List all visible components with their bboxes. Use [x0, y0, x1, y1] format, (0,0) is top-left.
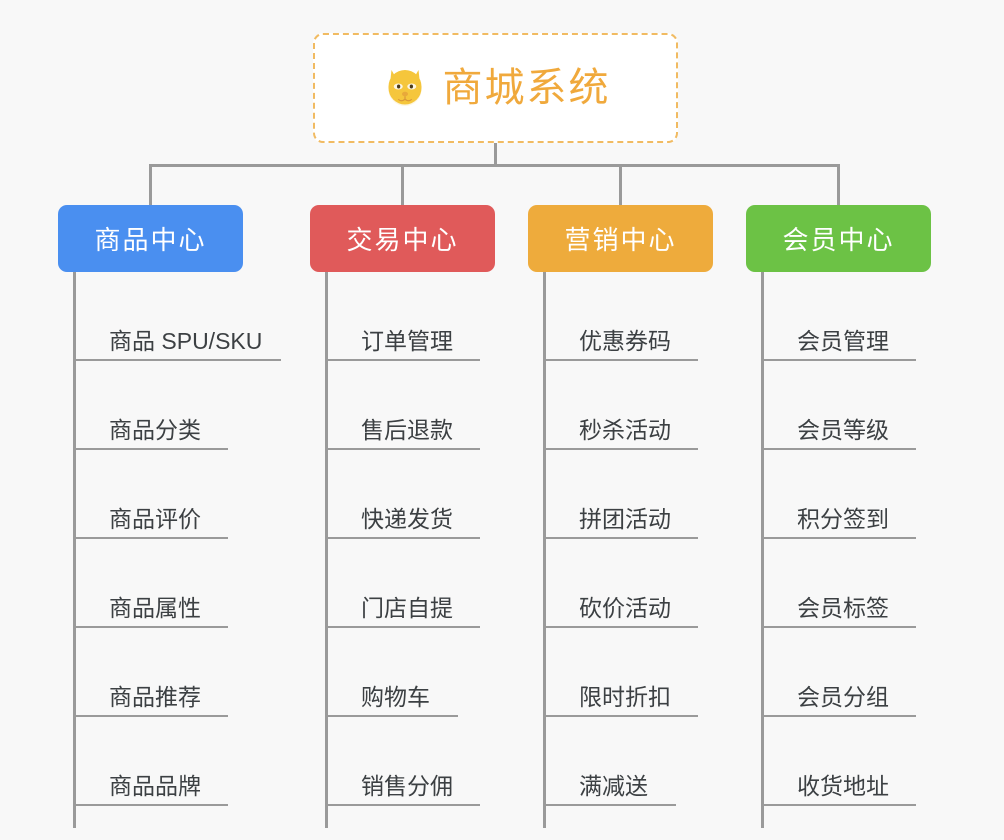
leaf-item-label: 拼团活动 [579, 506, 671, 532]
category-column-3: 营销中心优惠券码秒杀活动拼团活动砍价活动限时折扣满减送 [528, 205, 746, 828]
category-header-label: 商品中心 [94, 225, 207, 255]
connector-drop-2 [401, 164, 404, 207]
category-header-label: 会员中心 [782, 225, 895, 255]
category-header-2[interactable]: 交易中心 [310, 205, 495, 272]
leaf-item[interactable]: 商品评价 [76, 450, 310, 539]
leaf-item-label: 优惠券码 [579, 328, 671, 354]
leaf-item[interactable]: 商品属性 [76, 539, 310, 628]
leaf-list: 会员管理会员等级积分签到会员标签会员分组收货地址 [761, 272, 964, 828]
leaf-item-label: 收货地址 [797, 773, 889, 799]
leaf-item-rule [76, 804, 228, 806]
leaf-item[interactable]: 门店自提 [328, 539, 528, 628]
category-header-3[interactable]: 营销中心 [528, 205, 713, 272]
connector-drop-1 [149, 164, 152, 207]
leaf-item-rule [328, 804, 480, 806]
leaf-item-label: 会员管理 [797, 328, 889, 354]
category-header-label: 交易中心 [346, 225, 459, 255]
leaf-item[interactable]: 满减送 [546, 717, 746, 806]
category-header-1[interactable]: 商品中心 [58, 205, 243, 272]
leaf-item-rule [546, 537, 698, 539]
leaf-item-label: 订单管理 [361, 328, 453, 354]
leaf-item[interactable]: 商品推荐 [76, 628, 310, 717]
leaf-item-label: 秒杀活动 [579, 417, 671, 443]
leaf-item-rule [76, 626, 228, 628]
leaf-item-rule [764, 626, 916, 628]
leaf-item[interactable]: 订单管理 [328, 272, 528, 361]
leaf-item-rule [328, 537, 480, 539]
leaf-item[interactable]: 拼团活动 [546, 450, 746, 539]
leaf-item-rule [328, 359, 480, 361]
category-column-2: 交易中心订单管理售后退款快递发货门店自提购物车销售分佣 [310, 205, 528, 828]
leaf-item-label: 会员分组 [797, 684, 889, 710]
leaf-item[interactable]: 商品分类 [76, 361, 310, 450]
category-header-4[interactable]: 会员中心 [746, 205, 931, 272]
leaf-item-rule [76, 359, 281, 361]
leaf-item-label: 积分签到 [797, 506, 889, 532]
connector-horizontal-bus [149, 164, 840, 167]
leaf-item[interactable]: 商品品牌 [76, 717, 310, 806]
leaf-item-rule [76, 715, 228, 717]
leaf-item-label: 快递发货 [361, 506, 453, 532]
leaf-item-rule [546, 359, 698, 361]
leaf-item[interactable]: 会员管理 [764, 272, 964, 361]
leaf-item-rule [764, 448, 916, 450]
leaf-item-label: 会员标签 [797, 595, 889, 621]
category-column-4: 会员中心会员管理会员等级积分签到会员标签会员分组收货地址 [746, 205, 964, 828]
leaf-item-label: 商品品牌 [109, 773, 201, 799]
leaf-item[interactable]: 砍价活动 [546, 539, 746, 628]
leaf-item[interactable]: 会员等级 [764, 361, 964, 450]
leaf-item-rule [328, 715, 458, 717]
leaf-item[interactable]: 快递发货 [328, 450, 528, 539]
leaf-item-rule [764, 804, 916, 806]
leaf-item[interactable]: 商品 SPU/SKU [76, 272, 310, 361]
leaf-item-rule [764, 359, 916, 361]
leaf-item-rule [546, 804, 676, 806]
leaf-item-label: 商品推荐 [109, 684, 201, 710]
leaf-list: 商品 SPU/SKU 商品分类商品评价商品属性商品推荐商品品牌 [73, 272, 310, 828]
connector-root-stem [494, 143, 497, 167]
category-column-1: 商品中心商品 SPU/SKU 商品分类商品评价商品属性商品推荐商品品牌 [58, 205, 310, 828]
leaf-item-rule [546, 448, 698, 450]
leaf-item-rule [764, 715, 916, 717]
leaf-item-label: 售后退款 [361, 417, 453, 443]
leaf-item[interactable]: 购物车 [328, 628, 528, 717]
leaf-item-rule [76, 537, 228, 539]
leaf-item[interactable]: 积分签到 [764, 450, 964, 539]
leaf-item-rule [76, 448, 228, 450]
leaf-item-rule [328, 448, 480, 450]
leaf-item-label: 商品 SPU/SKU [109, 328, 263, 354]
leaf-item[interactable]: 收货地址 [764, 717, 964, 806]
leaf-item-rule [546, 626, 698, 628]
leaf-item[interactable]: 售后退款 [328, 361, 528, 450]
leaf-item-rule [328, 626, 480, 628]
root-node-mall-system[interactable]: 商城系统 [313, 33, 678, 143]
category-header-label: 营销中心 [564, 225, 677, 255]
leaf-item-label: 会员等级 [797, 417, 889, 443]
leaf-item-label: 满减送 [579, 773, 648, 799]
connector-drop-3 [619, 164, 622, 207]
leaf-item-rule [546, 715, 698, 717]
leaf-item[interactable]: 会员标签 [764, 539, 964, 628]
leaf-item[interactable]: 会员分组 [764, 628, 964, 717]
leaf-list: 优惠券码秒杀活动拼团活动砍价活动限时折扣满减送 [543, 272, 746, 828]
root-node-title: 商城系统 [442, 66, 611, 110]
leaf-item[interactable]: 秒杀活动 [546, 361, 746, 450]
leaf-item-label: 商品属性 [109, 595, 201, 621]
leaf-item[interactable]: 优惠券码 [546, 272, 746, 361]
dog-face-icon [388, 70, 421, 106]
leaf-item[interactable]: 销售分佣 [328, 717, 528, 806]
leaf-item-label: 限时折扣 [579, 684, 671, 710]
leaf-item-label: 销售分佣 [361, 773, 453, 799]
leaf-item-label: 砍价活动 [579, 595, 671, 621]
connector-drop-4 [837, 164, 840, 207]
leaf-item[interactable]: 限时折扣 [546, 628, 746, 717]
leaf-item-rule [764, 537, 916, 539]
leaf-item-label: 商品分类 [109, 417, 201, 443]
leaf-item-label: 购物车 [361, 684, 430, 710]
leaf-list: 订单管理售后退款快递发货门店自提购物车销售分佣 [325, 272, 528, 828]
leaf-item-label: 商品评价 [109, 506, 201, 532]
leaf-item-label: 门店自提 [361, 595, 453, 621]
